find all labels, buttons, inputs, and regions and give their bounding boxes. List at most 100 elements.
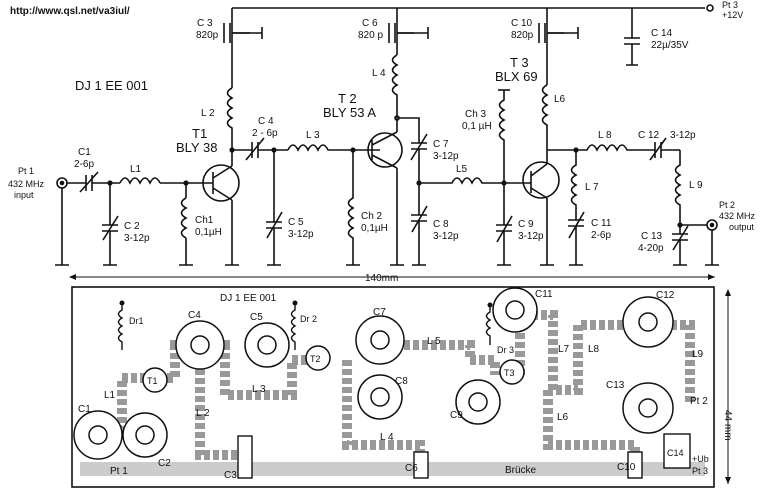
pcb-l6-label: L6 bbox=[557, 412, 569, 423]
pcb-c3-label: C3 bbox=[224, 470, 237, 481]
c6-value: 820 p bbox=[358, 30, 383, 41]
pcb-c13-label: C13 bbox=[606, 380, 625, 391]
ch2-value: 0,1µH bbox=[361, 223, 388, 234]
c14-ref: C 14 bbox=[651, 28, 673, 39]
pcb-chokes bbox=[117, 303, 492, 350]
c8-ref: C 8 bbox=[433, 219, 449, 230]
pcb-c10 bbox=[627, 451, 643, 479]
pcb-c5-label: C5 bbox=[250, 312, 263, 323]
pcb-c4-label: C4 bbox=[188, 310, 201, 321]
t3-symbol bbox=[522, 161, 560, 199]
c7-ref: C 7 bbox=[433, 139, 449, 150]
dimension-height-label: 44 mm bbox=[722, 410, 733, 441]
pt2-ref: Pt 2 bbox=[719, 200, 735, 210]
c3-ref: C 3 bbox=[197, 18, 213, 29]
pt3-ref: Pt 3 bbox=[722, 0, 738, 10]
pcb-transistors bbox=[142, 345, 525, 393]
ch3-ref: Ch 3 bbox=[465, 109, 487, 120]
pcb-dr2: Dr 2 bbox=[300, 314, 317, 324]
pcb-c11-label: C11 bbox=[535, 289, 553, 300]
pt2-label: output bbox=[729, 222, 755, 232]
pcb-l2-label: L 2 bbox=[196, 408, 210, 419]
pcb-bruecke-label: Brücke bbox=[505, 465, 537, 476]
c14-value: 22µ/35V bbox=[651, 40, 689, 51]
l1-ref: L1 bbox=[130, 164, 142, 175]
pcb-l7-label: L7 bbox=[558, 344, 570, 355]
pcb-t1-label: T1 bbox=[147, 376, 158, 386]
pt1-freq: 432 MHz bbox=[8, 179, 45, 189]
c11-value: 2-6p bbox=[591, 230, 611, 241]
pcb-c1-label: C1 bbox=[78, 404, 91, 415]
c3-value: 820p bbox=[196, 30, 219, 41]
t1-symbol bbox=[202, 164, 240, 202]
pcb-pt1-label: Pt 1 bbox=[110, 466, 128, 477]
source-url: http://www.qsl.net/va3iul/ bbox=[10, 6, 130, 17]
c5-value: 3-12p bbox=[288, 229, 314, 240]
ch1-value: 0,1µH bbox=[195, 227, 222, 238]
pcb-t2 bbox=[305, 345, 331, 371]
l5-ref: L5 bbox=[456, 164, 468, 175]
c9-ref: C 9 bbox=[518, 219, 534, 230]
t1-type: BLY 38 bbox=[176, 140, 217, 155]
c10-value: 820p bbox=[511, 30, 534, 41]
pcb-c8-label: C8 bbox=[395, 376, 408, 387]
l3-ref: L 3 bbox=[306, 130, 320, 141]
c11-ref: C 11 bbox=[591, 218, 612, 229]
dimension-width-label: 140mm bbox=[365, 273, 398, 284]
pcb-l1-label: L1 bbox=[104, 390, 116, 401]
l8-ref: L 8 bbox=[598, 130, 612, 141]
pcb-dr3: Dr 3 bbox=[497, 345, 514, 355]
pcb-pt2-label: Pt 2 bbox=[690, 396, 708, 407]
pcb-c10-label: C10 bbox=[617, 462, 636, 473]
l9-ref: L 9 bbox=[689, 180, 703, 191]
pcb-c14 bbox=[663, 433, 691, 469]
circuit-title: DJ 1 EE 001 bbox=[75, 78, 148, 93]
l4-ref: L 4 bbox=[372, 68, 386, 79]
schematic-labels: DJ 1 EE 001 C 3 820p L 2 T1 BLY 38 C 4 2… bbox=[8, 0, 756, 254]
c1-ref: C1 bbox=[78, 147, 91, 158]
l6-ref: L6 bbox=[554, 94, 566, 105]
pt1-ref: Pt 1 bbox=[18, 166, 34, 176]
pcb-c6-label: C6 bbox=[405, 463, 418, 474]
pcb-c3 bbox=[237, 435, 253, 479]
c4-ref: C 4 bbox=[258, 116, 274, 127]
l7-ref: L 7 bbox=[585, 182, 599, 193]
pcb-c9-label: C9 bbox=[450, 410, 463, 421]
c5-ref: C 5 bbox=[288, 217, 304, 228]
pcb-c14-label: C14 bbox=[667, 448, 684, 458]
pcb-l9-label: L9 bbox=[692, 349, 704, 360]
c12-value: 3-12p bbox=[670, 130, 696, 141]
c9-value: 3-12p bbox=[518, 231, 544, 242]
pcb-dr1: Dr1 bbox=[129, 316, 144, 326]
c4-value: 2 - 6p bbox=[252, 128, 278, 139]
pcb-t3 bbox=[499, 359, 525, 385]
c12-ref: C 12 bbox=[638, 130, 660, 141]
pcb-l4-label: L 4 bbox=[380, 432, 394, 443]
pcb-l5-label: L 5 bbox=[427, 336, 441, 347]
pcb-l8-label: L8 bbox=[588, 344, 600, 355]
pcb-pt3-label: Pt 3 bbox=[692, 466, 708, 476]
c13-value: 4-20p bbox=[638, 243, 664, 254]
pcb-t3-label: T3 bbox=[504, 368, 515, 378]
pcb-layout bbox=[71, 286, 731, 488]
pcb-labels: DJ 1 EE 001 Dr1 Dr 2 Dr 3 C1 C2 C3 C4 C5… bbox=[78, 289, 733, 481]
l2-ref: L 2 bbox=[201, 108, 215, 119]
pcb-feedthroughs bbox=[237, 433, 691, 479]
l1-coil bbox=[119, 177, 161, 185]
ch1-ref: Ch1 bbox=[195, 215, 214, 226]
pcb-title: DJ 1 EE 001 bbox=[220, 293, 277, 304]
supply-voltage: +12V bbox=[722, 10, 743, 20]
c6-ref: C 6 bbox=[362, 18, 378, 29]
c2-value: 3-12p bbox=[124, 233, 150, 244]
c13-ref: C 13 bbox=[641, 231, 663, 242]
c10-ref: C 10 bbox=[511, 18, 533, 29]
t1-ref: T1 bbox=[192, 126, 207, 141]
pt1-label: input bbox=[14, 190, 34, 200]
pcb-l3-label: L 3 bbox=[252, 384, 266, 395]
pcb-t1 bbox=[142, 367, 168, 393]
c8-value: 3-12p bbox=[433, 231, 459, 242]
c1-value: 2-6p bbox=[74, 159, 94, 170]
t2-type: BLY 53 A bbox=[323, 105, 376, 120]
